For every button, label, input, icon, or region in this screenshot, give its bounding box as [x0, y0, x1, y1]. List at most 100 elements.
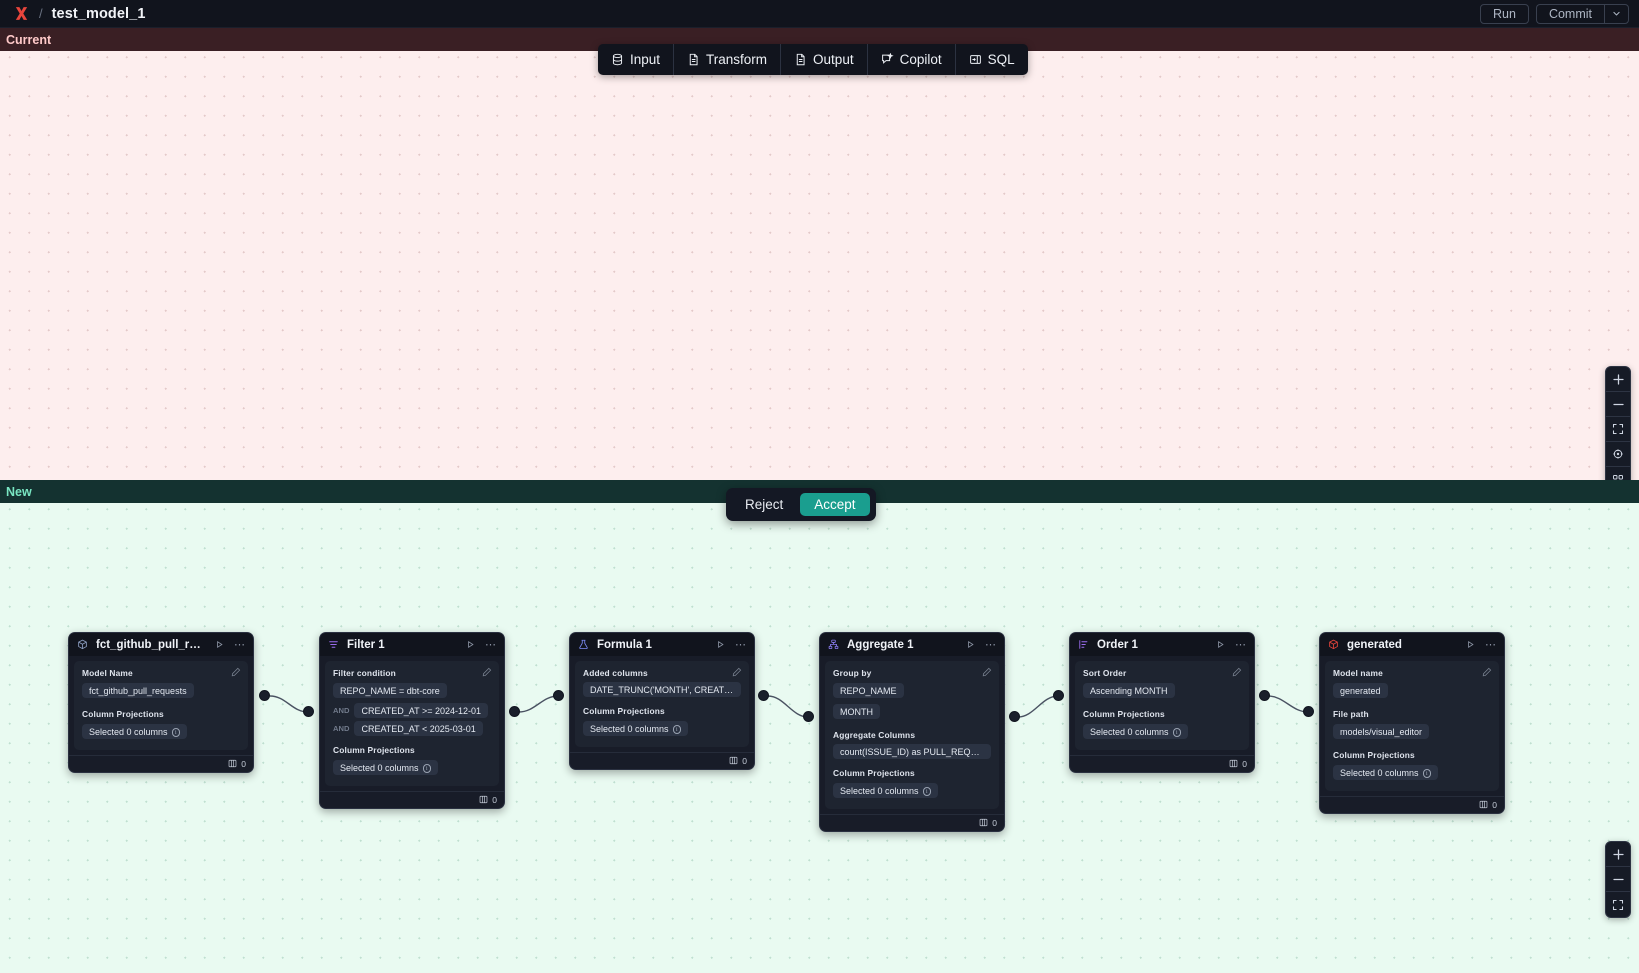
play-icon[interactable] — [964, 640, 977, 649]
node-order-1[interactable]: Order 1 ⋯ Sort Order Ascending MONTH Col… — [1069, 632, 1255, 773]
fit-view-icon[interactable] — [1606, 892, 1630, 917]
zoom-out-icon[interactable] — [1606, 392, 1630, 417]
pane-new[interactable]: New fct_github_pull_requests ⋯ — [0, 480, 1639, 973]
pencil-icon[interactable] — [1482, 667, 1492, 677]
field-label: Column Projections — [82, 709, 164, 719]
sort-order-value[interactable]: Ascending MONTH — [1083, 683, 1175, 699]
field-label: Model name — [1333, 668, 1383, 678]
ellipsis-icon[interactable]: ⋯ — [485, 639, 496, 651]
and-operator: AND — [333, 706, 350, 715]
toolbar-item-label: Output — [813, 52, 854, 67]
app-logo-icon[interactable] — [12, 5, 30, 23]
info-icon[interactable]: i — [422, 764, 432, 773]
play-icon[interactable] — [1464, 640, 1477, 649]
info-icon[interactable]: i — [1422, 769, 1432, 778]
run-button[interactable]: Run — [1480, 3, 1529, 24]
node-header: Filter 1 ⋯ — [320, 633, 504, 656]
pencil-icon[interactable] — [482, 667, 492, 677]
zoom-out-icon[interactable] — [1606, 867, 1630, 892]
zoom-in-icon[interactable] — [1606, 842, 1630, 867]
filter-condition-row: AND CREATED_AT < 2025-03-01 — [333, 721, 491, 736]
pencil-icon[interactable] — [231, 667, 241, 677]
commit-button[interactable]: Commit — [1535, 3, 1604, 24]
ellipsis-icon[interactable]: ⋯ — [234, 639, 245, 651]
node-fct-github-pull-requests[interactable]: fct_github_pull_requests ⋯ Model Name fc… — [68, 632, 254, 773]
info-icon[interactable]: i — [922, 787, 932, 796]
columns-icon — [1229, 755, 1238, 772]
edge-port — [1259, 690, 1270, 701]
pane-label-current: Current — [0, 28, 1639, 51]
info-icon[interactable]: i — [1172, 728, 1182, 737]
filter-condition-2[interactable]: CREATED_AT >= 2024-12-01 — [354, 703, 489, 718]
pencil-icon[interactable] — [732, 667, 742, 677]
info-icon[interactable]: i — [672, 725, 682, 734]
and-operator: AND — [333, 724, 350, 733]
info-icon[interactable]: i — [171, 728, 181, 737]
field-label: Filter condition — [333, 668, 396, 678]
toolbar-item-output[interactable]: Output — [780, 44, 867, 75]
edge-port — [259, 690, 270, 701]
aggregate-columns-value[interactable]: count(ISSUE_ID) as PULL_REQUEST_… — [833, 744, 991, 759]
field-label: Column Projections — [833, 768, 915, 778]
field-value[interactable]: fct_github_pull_requests — [82, 683, 194, 699]
play-icon[interactable] — [714, 640, 727, 649]
lock-view-icon[interactable] — [1606, 442, 1630, 467]
canvas-controls-current — [1605, 366, 1631, 480]
toolbar-item-label: Transform — [706, 52, 768, 67]
node-title: Aggregate 1 — [847, 638, 914, 651]
toolbar-item-sql[interactable]: SQL — [954, 44, 1028, 75]
column-count: 0 — [1242, 759, 1247, 769]
accept-button[interactable]: Accept — [800, 493, 870, 516]
play-icon[interactable] — [464, 640, 477, 649]
ellipsis-icon[interactable]: ⋯ — [1235, 639, 1246, 651]
node-formula-1[interactable]: Formula 1 ⋯ Added columns DATE_TRUNC('MO… — [569, 632, 755, 770]
play-icon[interactable] — [1214, 640, 1227, 649]
ellipsis-icon[interactable]: ⋯ — [735, 639, 746, 651]
field-label: Column Projections — [333, 745, 415, 755]
reject-button[interactable]: Reject — [732, 493, 796, 516]
pencil-icon[interactable] — [982, 667, 992, 677]
field-label: File path — [1333, 709, 1369, 719]
field-label: Aggregate Columns — [833, 730, 916, 740]
commit-button-group: Commit — [1535, 3, 1629, 24]
group-by-value-1[interactable]: REPO_NAME — [833, 683, 904, 699]
node-filter-1[interactable]: Filter 1 ⋯ Filter condition REPO_NAME = … — [319, 632, 505, 809]
node-aggregate-1[interactable]: Aggregate 1 ⋯ Group by REPO_NAME MONTH A… — [819, 632, 1005, 832]
pane-current[interactable]: Current — [0, 28, 1639, 480]
chevron-down-icon[interactable] — [1604, 3, 1629, 24]
file-path-value[interactable]: models/visual_editor — [1333, 724, 1430, 740]
toolbar-item-input[interactable]: Input — [598, 44, 673, 75]
grid-toggle-icon[interactable] — [1606, 467, 1630, 480]
toolbar-item-label: Input — [630, 52, 661, 67]
filter-icon — [328, 639, 341, 650]
group-by-value-2[interactable]: MONTH — [833, 704, 880, 720]
canvas-controls-new — [1605, 841, 1631, 918]
filter-condition-3[interactable]: CREATED_AT < 2025-03-01 — [354, 721, 483, 736]
toolbar-item-transform[interactable]: Transform — [673, 44, 780, 75]
columns-icon — [979, 814, 988, 831]
column-count: 0 — [492, 795, 497, 805]
zoom-in-icon[interactable] — [1606, 367, 1630, 392]
node-generated[interactable]: generated ⋯ Model name generated File pa… — [1319, 632, 1505, 814]
play-icon[interactable] — [213, 640, 226, 649]
ellipsis-icon[interactable]: ⋯ — [985, 639, 996, 651]
column-count: 0 — [1492, 800, 1497, 810]
node-body: Model name generated File path models/vi… — [1325, 661, 1499, 791]
filter-condition-1[interactable]: REPO_NAME = dbt-core — [333, 683, 447, 699]
node-footer: 0 — [320, 791, 504, 808]
columns-icon — [1479, 796, 1488, 813]
fit-view-icon[interactable] — [1606, 417, 1630, 442]
added-columns-value[interactable]: DATE_TRUNC('MONTH', CREATED_AT… — [583, 682, 741, 697]
ellipsis-icon[interactable]: ⋯ — [1485, 639, 1496, 651]
field-label: Column Projections — [1333, 750, 1415, 760]
model-name-value[interactable]: generated — [1333, 683, 1388, 699]
toolbar-item-copilot[interactable]: Copilot — [866, 44, 955, 75]
pencil-icon[interactable] — [1232, 667, 1242, 677]
edge-port — [1053, 690, 1064, 701]
